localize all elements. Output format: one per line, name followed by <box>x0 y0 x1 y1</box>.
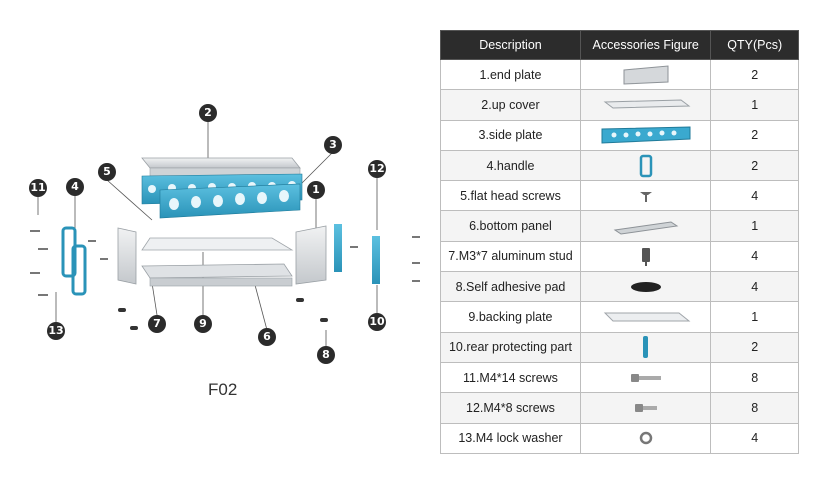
row-description: 6.bottom panel <box>440 210 581 242</box>
end-plate-right <box>295 225 327 285</box>
row-qty: 1 <box>710 89 799 121</box>
backing-plate-part <box>141 237 294 251</box>
row-qty: 2 <box>710 58 799 91</box>
row-qty: 4 <box>710 180 799 212</box>
row-qty: 1 <box>710 210 799 242</box>
table-row: 1.end plate 2 <box>440 58 799 91</box>
table-row: 8.Self adhesive pad 4 <box>440 271 799 303</box>
callout-7: 7 <box>148 315 166 333</box>
table-row: 9.backing plate 1 <box>440 301 799 333</box>
backing-plate-icon <box>603 312 691 322</box>
callout-11: 11 <box>29 179 47 197</box>
table-row: 11.M4*14 screws 8 <box>440 361 799 394</box>
table-row: 4.handle 2 <box>440 149 799 182</box>
handle-left <box>61 226 87 296</box>
callout-3: 3 <box>324 136 342 154</box>
table-row: 3.side plate 2 <box>440 119 799 151</box>
callout-1: 1 <box>307 181 325 199</box>
header-accessories-figure: Accessories Figure <box>579 30 712 60</box>
callout-13: 13 <box>47 322 65 340</box>
row-description: 10.rear protecting part <box>440 331 581 363</box>
rear-protecting-part-icon <box>642 336 648 359</box>
callout-10: 10 <box>368 313 386 331</box>
callout-5: 5 <box>98 163 116 181</box>
callout-9: 9 <box>194 315 212 333</box>
row-description: 4.handle <box>440 149 581 182</box>
figure-label: F02 <box>208 380 238 399</box>
callout-12: 12 <box>368 160 386 178</box>
row-description: 7.M3*7 aluminum stud <box>440 240 581 273</box>
exploded-diagram: 2 3 5 12 11 4 1 7 9 10 13 6 8 F02 <box>29 104 420 399</box>
enclosure-exploded-view <box>30 120 420 347</box>
bottom-panel-part <box>141 263 293 287</box>
row-description: 3.side plate <box>440 119 581 151</box>
handle-right <box>334 224 380 284</box>
row-description: 2.up cover <box>440 89 581 121</box>
table-row: 2.up cover 1 <box>440 89 799 121</box>
row-description: 9.backing plate <box>440 301 581 333</box>
callout-6: 6 <box>258 328 276 346</box>
accessories-table: Description Accessories Figure QTY(Pcs) … <box>440 30 799 454</box>
row-qty: 4 <box>710 422 799 454</box>
row-description: 13.M4 lock washer <box>440 422 581 454</box>
lock-washer-icon <box>639 431 652 445</box>
table-row: 5.flat head screws 4 <box>440 180 799 212</box>
row-qty: 1 <box>710 301 799 333</box>
bottom-panel-icon <box>613 221 679 235</box>
header-qty: QTY(Pcs) <box>710 30 799 60</box>
table-row: 6.bottom panel 1 <box>440 210 799 242</box>
up-cover-icon <box>603 99 691 109</box>
row-description: 1.end plate <box>440 58 581 91</box>
callout-4: 4 <box>66 178 84 196</box>
row-qty: 2 <box>710 149 799 182</box>
row-qty: 2 <box>710 331 799 363</box>
m4x14-screw-icon <box>630 373 661 382</box>
handle-icon <box>639 154 652 177</box>
header-description: Description <box>440 30 581 60</box>
end-plate-icon <box>623 65 669 85</box>
row-description: 11.M4*14 screws <box>440 361 581 394</box>
flat-head-screw-icon <box>639 191 652 202</box>
adhesive-pad-icon <box>630 281 661 292</box>
table-row: 10.rear protecting part 2 <box>440 331 799 363</box>
m4x8-screw-icon <box>634 403 657 412</box>
row-qty: 2 <box>710 119 799 151</box>
side-plate-icon <box>601 126 691 144</box>
row-description: 5.flat head screws <box>440 180 581 212</box>
row-qty: 8 <box>710 392 799 424</box>
row-qty: 4 <box>710 240 799 273</box>
row-description: 8.Self adhesive pad <box>440 271 581 303</box>
row-description: 12.M4*8 screws <box>440 392 581 424</box>
table-row: 12.M4*8 screws 8 <box>440 392 799 424</box>
table-header-row: Description Accessories Figure QTY(Pcs) <box>440 30 799 60</box>
aluminum-stud-icon <box>641 248 650 267</box>
callout-8: 8 <box>317 346 335 364</box>
row-qty: 4 <box>710 271 799 303</box>
table-row: 13.M4 lock washer 4 <box>440 422 799 454</box>
table-row: 7.M3*7 aluminum stud 4 <box>440 240 799 273</box>
up-cover-part <box>141 157 301 177</box>
row-qty: 8 <box>710 361 799 394</box>
side-plate-front <box>159 183 301 219</box>
end-plate-left <box>117 227 137 285</box>
callout-2: 2 <box>199 104 217 122</box>
